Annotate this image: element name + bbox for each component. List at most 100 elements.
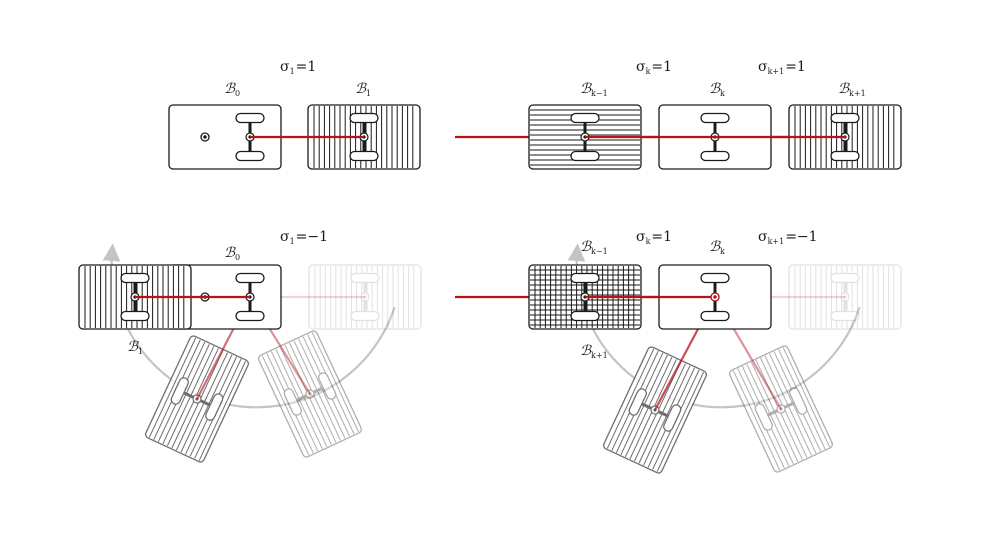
- wheel: [570, 112, 600, 124]
- hitch-dot: [843, 295, 847, 299]
- body-label: ℬk+1: [580, 343, 608, 360]
- wheel: [235, 150, 265, 162]
- wheel: [120, 310, 150, 322]
- hitch-ring: [776, 404, 786, 414]
- label-subscript: 0: [235, 253, 240, 262]
- hatch-line: [307, 334, 355, 435]
- wheel: [570, 272, 600, 284]
- wheel: [700, 112, 730, 124]
- hatch-line: [275, 349, 323, 450]
- wheel: [318, 372, 337, 400]
- hitch-point-dot: [203, 135, 207, 139]
- label-symbol: σ: [758, 229, 768, 245]
- hatch-line: [270, 351, 319, 452]
- hatch-line: [284, 344, 332, 445]
- label-symbol: σ: [636, 229, 646, 245]
- label-symbol: ℬ: [224, 245, 236, 261]
- wheel: [830, 150, 860, 162]
- body-outline: [728, 345, 834, 473]
- hatch-line: [782, 347, 831, 448]
- wheel: [830, 272, 860, 284]
- label-value: =1: [651, 59, 672, 75]
- br-ghost-bkp1: [788, 264, 902, 330]
- label-subscript: k: [720, 247, 725, 256]
- label-subscript: k+1: [768, 237, 785, 246]
- label-subscript: k+1: [849, 89, 866, 98]
- body-label: ℬ1: [355, 81, 371, 98]
- hatch-line: [732, 370, 781, 471]
- wheel: [350, 310, 380, 322]
- hatch-line: [298, 338, 346, 439]
- body-label: ℬk−1: [580, 239, 608, 256]
- label-symbol: σ: [636, 59, 646, 75]
- hatch-line: [606, 348, 655, 449]
- wheel: [570, 150, 600, 162]
- body-label: ℬ0: [224, 245, 240, 262]
- label-symbol: ℬ: [127, 339, 139, 355]
- hatch: [732, 347, 831, 471]
- hatch-line: [769, 353, 817, 454]
- hitch-ring: [305, 389, 315, 399]
- hitch-dot: [363, 295, 367, 299]
- label-symbol: ℬ: [355, 81, 367, 97]
- label-subscript: k+1: [591, 351, 608, 360]
- label-value: =−1: [296, 229, 328, 245]
- label-symbol: ℬ: [580, 343, 592, 359]
- wheel: [663, 404, 682, 432]
- hatch: [261, 332, 360, 456]
- hatch-line: [778, 349, 826, 450]
- wheel: [170, 377, 189, 405]
- hatch-line: [289, 342, 337, 443]
- hitch-ring: [360, 292, 370, 302]
- br-ghost-swung: [728, 345, 834, 473]
- sigma-label: σk+1=1: [758, 59, 806, 76]
- wheel: [570, 310, 600, 322]
- label-subscript: 0: [235, 89, 240, 98]
- axle: [293, 385, 327, 403]
- sigma-label: σk=1: [636, 229, 672, 246]
- axle: [764, 400, 798, 418]
- label-value: =1: [785, 59, 806, 75]
- wheel: [789, 387, 808, 415]
- hatch-line: [746, 364, 794, 465]
- hatch-line: [737, 368, 785, 469]
- label-value: =1: [296, 59, 317, 75]
- hatch: [314, 266, 415, 328]
- hatch-line: [656, 371, 705, 472]
- sigma-label: σk+1=−1: [758, 229, 818, 246]
- wheel: [235, 112, 265, 124]
- wheel: [205, 393, 224, 421]
- hatch: [794, 266, 895, 328]
- label-subscript: k−1: [591, 89, 608, 98]
- wheel: [700, 150, 730, 162]
- wheel: [349, 150, 379, 162]
- label-symbol: ℬ: [838, 81, 850, 97]
- wheel: [830, 112, 860, 124]
- hatch-line: [293, 340, 341, 441]
- label-value: =−1: [785, 229, 817, 245]
- hatch-line: [266, 353, 314, 454]
- body-label: ℬ1: [127, 339, 143, 356]
- wheel: [700, 310, 730, 322]
- label-symbol: ℬ: [709, 81, 721, 97]
- sigma-label: σ1=−1: [280, 229, 328, 246]
- wheel: [628, 388, 647, 416]
- wheel: [700, 272, 730, 284]
- hitch-dot: [779, 407, 783, 411]
- label-subscript: 1: [290, 237, 295, 246]
- hatch-line: [750, 361, 799, 463]
- body-outline: [257, 330, 363, 458]
- sigma-label: σ1=1: [280, 59, 316, 76]
- label-symbol: ℬ: [580, 81, 592, 97]
- tl-body-b0: [168, 104, 282, 170]
- wheel: [349, 112, 379, 124]
- hitch-ring: [840, 292, 850, 302]
- label-subscript: 1: [290, 67, 295, 76]
- label-subscript: 1: [366, 89, 371, 98]
- hitch-dot: [308, 392, 312, 396]
- bl-ghost-b1-swung: [257, 330, 363, 458]
- hatch-line: [261, 355, 310, 456]
- wheel: [120, 272, 150, 284]
